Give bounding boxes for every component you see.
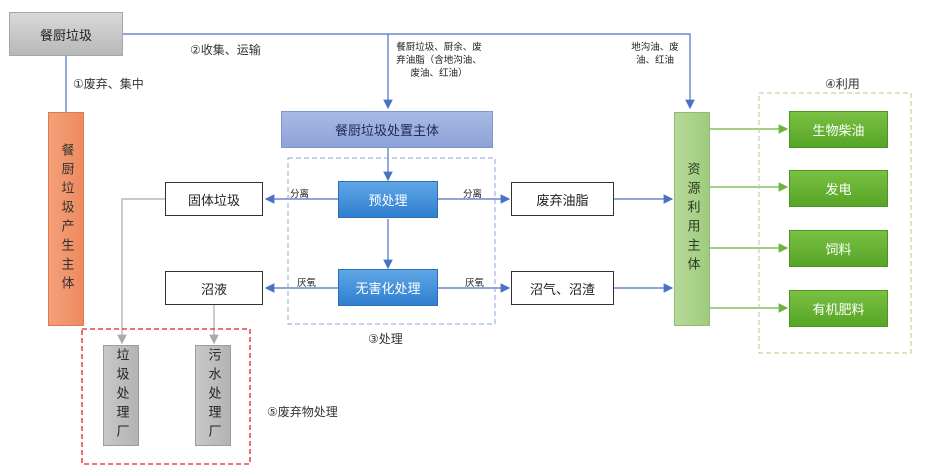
pretreatment-node: 预处理 [338, 181, 438, 218]
disposal-body-node: 餐厨垃圾处置主体 [281, 111, 493, 148]
mid-note-label: 餐厨垃圾、厨余、废弃油脂（含地沟油、废油、红油） [396, 42, 482, 79]
processing-group [287, 157, 496, 325]
separation-right-label: 分离 [463, 189, 483, 200]
feed-node: 饲料 [789, 230, 888, 267]
arrow-to-garbage-plant [117, 198, 165, 345]
anaerobic-left-label: 厌氧 [297, 278, 317, 289]
step3-label: ③处理 [368, 332, 403, 346]
waste-oil-node: 废弃油脂 [511, 182, 614, 216]
solid-waste-node: 固体垃圾 [165, 182, 263, 216]
anaerobic-right-label: 厌氧 [465, 278, 485, 289]
garbage-plant-node: 垃圾处理厂 [103, 345, 139, 446]
biodiesel-node: 生物柴油 [789, 111, 888, 148]
power-node: 发电 [789, 170, 888, 207]
fertilizer-node: 有机肥料 [789, 290, 888, 327]
step1-label: ①废弃、集中 [73, 77, 144, 91]
generator-node: 餐厨垃圾产生主体 [48, 112, 84, 326]
kitchen-waste-node: 餐厨垃圾 [9, 12, 123, 56]
biogas-liquid-node: 沼液 [165, 271, 263, 305]
arrow-to-resource-body [123, 33, 695, 110]
step2-label: ②收集、运输 [190, 43, 261, 57]
step5-label: ⑤废弃物处理 [267, 405, 338, 419]
step4-label: ④利用 [825, 77, 860, 91]
right-note-label: 地沟油、废油、红油 [631, 42, 679, 66]
biogas-residue-node: 沼气、沼渣 [511, 271, 614, 305]
waste-treatment-group [81, 328, 251, 465]
resource-body-node: 资源利用主体 [674, 112, 710, 326]
separation-left-label: 分离 [290, 189, 310, 200]
sewage-plant-node: 污水处理厂 [195, 345, 231, 446]
utilization-group [758, 92, 912, 354]
harmless-treatment-node: 无害化处理 [338, 269, 438, 306]
